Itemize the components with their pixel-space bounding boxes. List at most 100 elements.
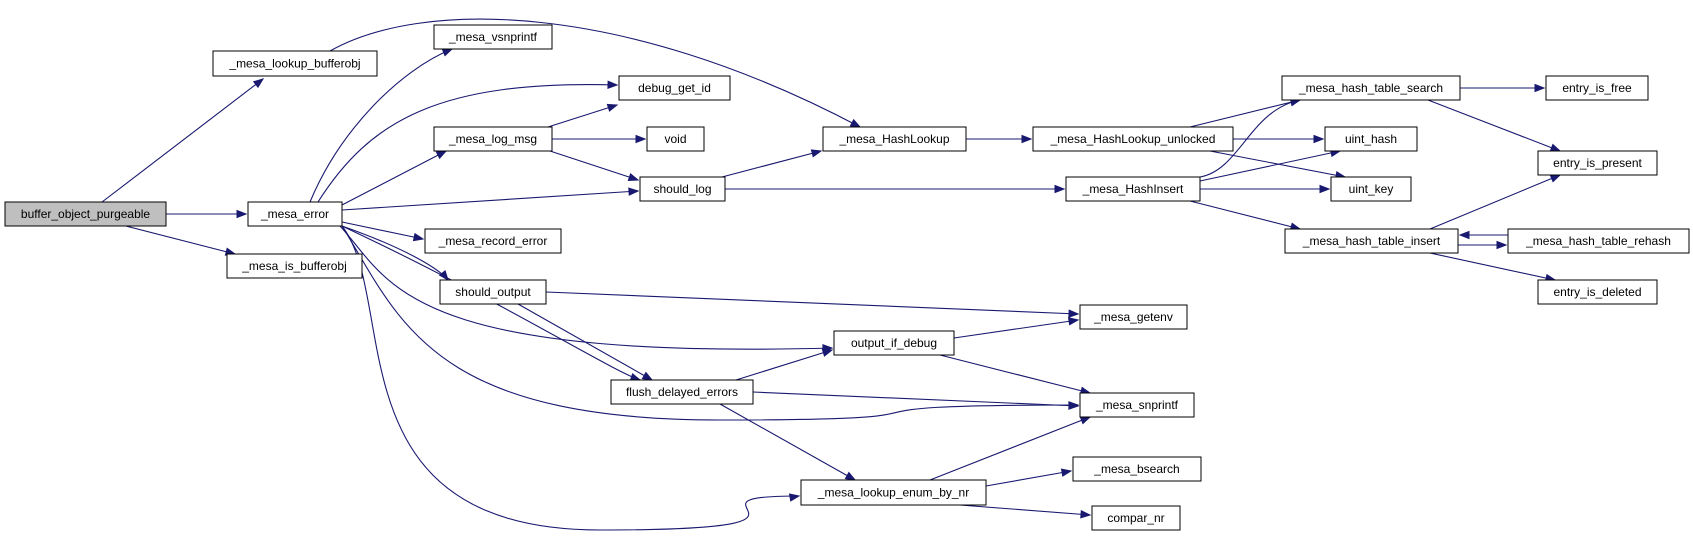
edge-mesa_lookup_enum_by_nr-to-mesa_snprintf xyxy=(929,416,1092,481)
node-label: _mesa_bsearch xyxy=(1093,462,1179,476)
edge-mesa_error-to-mesa_record_error xyxy=(341,221,425,242)
edge-line xyxy=(547,104,618,128)
node-buffer_object_purgeable[interactable]: buffer_object_purgeable xyxy=(4,201,167,227)
arrowhead-icon xyxy=(810,149,823,158)
edge-line xyxy=(329,18,861,128)
node-void[interactable]: void xyxy=(646,126,705,152)
node-mesa_is_bufferobj[interactable]: _mesa_is_bufferobj xyxy=(226,253,363,279)
edge-flush_delayed_errors-to-mesa_lookup_enum_by_nr xyxy=(719,403,857,481)
arrowhead-icon xyxy=(441,48,454,57)
edge-line xyxy=(341,225,1079,421)
edge-should_output-to-mesa_getenv xyxy=(545,291,1080,318)
edge-mesa_lookup_enum_by_nr-to-mesa_bsearch xyxy=(985,468,1073,487)
edge-output_if_debug-to-mesa_getenv xyxy=(953,317,1080,339)
node-mesa_hash_table_search[interactable]: _mesa_hash_table_search xyxy=(1281,75,1461,101)
node-mesa_vsnprintf[interactable]: _mesa_vsnprintf xyxy=(433,24,553,50)
node-flush_delayed_errors[interactable]: flush_delayed_errors xyxy=(610,379,754,405)
node-should_output[interactable]: should_output xyxy=(439,279,547,305)
node-box xyxy=(1330,176,1412,202)
edge-line xyxy=(339,225,833,350)
arrowhead-icon xyxy=(1054,184,1066,194)
arrowhead-icon xyxy=(629,372,642,382)
edge-line xyxy=(545,291,1079,315)
node-mesa_getenv[interactable]: _mesa_getenv xyxy=(1079,304,1188,330)
edge-mesa_error-to-output_if_debug xyxy=(339,225,834,353)
edge-line xyxy=(341,225,800,531)
node-mesa_error[interactable]: _mesa_error xyxy=(247,201,343,227)
edge-mesa_HashInsert-to-mesa_hash_table_insert xyxy=(1189,200,1302,231)
node-mesa_HashLookup[interactable]: _mesa_HashLookup xyxy=(822,126,967,152)
node-box xyxy=(1079,392,1195,418)
edge-mesa_error-to-debug_get_id xyxy=(317,80,619,203)
node-entry_is_free[interactable]: entry_is_free xyxy=(1545,75,1649,101)
node-mesa_lookup_bufferobj[interactable]: _mesa_lookup_bufferobj xyxy=(212,50,378,77)
node-box xyxy=(800,479,987,506)
node-mesa_lookup_enum_by_nr[interactable]: _mesa_lookup_enum_by_nr xyxy=(800,479,987,506)
node-label: entry_is_deleted xyxy=(1553,285,1641,299)
node-box xyxy=(1091,505,1181,531)
arrowhead-icon xyxy=(788,493,801,502)
edge-line xyxy=(1429,174,1561,230)
edge-line xyxy=(341,225,641,381)
arrowhead-icon xyxy=(606,103,619,112)
edge-mesa_HashInsert-to-uint_key xyxy=(1200,184,1331,194)
edge-line xyxy=(101,78,264,203)
node-box xyxy=(1324,126,1418,152)
node-uint_key[interactable]: uint_key xyxy=(1330,176,1412,202)
edge-buffer_object_purgeable-to-mesa_error xyxy=(166,209,248,219)
arrowhead-icon xyxy=(1313,134,1325,144)
node-label: _mesa_hash_table_insert xyxy=(1302,234,1441,248)
edge-line xyxy=(125,225,236,255)
edge-mesa_error-to-should_log xyxy=(341,187,640,211)
node-label: should_output xyxy=(455,285,531,299)
edge-mesa_hash_table_search-to-entry_is_free xyxy=(1460,83,1546,93)
arrowhead-icon xyxy=(412,232,425,242)
arrowhead-icon xyxy=(1067,317,1080,326)
edge-mesa_error-to-mesa_log_msg xyxy=(339,150,448,207)
edge-mesa_hash_table_rehash-to-mesa_hash_table_insert xyxy=(1458,230,1508,240)
node-label: compar_nr xyxy=(1107,511,1164,525)
node-output_if_debug[interactable]: output_if_debug xyxy=(833,330,955,356)
node-label: _mesa_lookup_enum_by_nr xyxy=(817,486,969,500)
node-label: _mesa_snprintf xyxy=(1095,398,1179,412)
edge-line xyxy=(1189,200,1301,230)
node-entry_is_present[interactable]: entry_is_present xyxy=(1537,150,1658,176)
node-mesa_hash_table_insert[interactable]: _mesa_hash_table_insert xyxy=(1284,228,1459,254)
node-box xyxy=(4,201,167,227)
edge-line xyxy=(929,416,1091,481)
node-box xyxy=(610,379,754,405)
node-layer: buffer_object_purgeable _mesa_lookup_buff… xyxy=(4,24,1690,531)
arrowhead-icon xyxy=(1549,143,1562,152)
arrowhead-icon xyxy=(1458,230,1470,240)
node-mesa_hash_table_rehash[interactable]: _mesa_hash_table_rehash xyxy=(1507,228,1690,254)
edge-line xyxy=(1199,150,1341,182)
node-mesa_bsearch[interactable]: _mesa_bsearch xyxy=(1072,456,1202,482)
edge-mesa_hash_table_search-to-entry_is_present xyxy=(1427,99,1562,152)
node-box xyxy=(226,253,363,279)
node-label: void xyxy=(664,132,686,146)
edge-line xyxy=(341,221,424,240)
node-mesa_snprintf[interactable]: _mesa_snprintf xyxy=(1079,392,1195,418)
edge-mesa_HashInsert-to-uint_hash xyxy=(1199,148,1342,182)
node-label: debug_get_id xyxy=(638,81,711,95)
node-box xyxy=(1065,176,1201,202)
node-uint_hash[interactable]: uint_hash xyxy=(1324,126,1418,152)
edge-line xyxy=(1189,99,1301,128)
node-should_log[interactable]: should_log xyxy=(639,176,726,202)
node-mesa_HashLookup_unlocked[interactable]: _mesa_HashLookup_unlocked xyxy=(1032,126,1234,152)
node-compar_nr[interactable]: compar_nr xyxy=(1091,505,1181,531)
edge-mesa_log_msg-to-should_log xyxy=(549,150,640,182)
node-entry_is_deleted[interactable]: entry_is_deleted xyxy=(1537,279,1658,305)
node-box xyxy=(639,176,726,202)
node-mesa_HashInsert[interactable]: _mesa_HashInsert xyxy=(1065,176,1201,202)
node-mesa_log_msg[interactable]: _mesa_log_msg xyxy=(433,126,553,152)
node-mesa_record_error[interactable]: _mesa_record_error xyxy=(424,228,562,254)
arrowhead-icon xyxy=(844,471,857,481)
arrowhead-icon xyxy=(1068,309,1080,318)
node-box xyxy=(822,126,967,152)
node-debug_get_id[interactable]: debug_get_id xyxy=(618,75,731,101)
edge-should_log-to-mesa_HashLookup xyxy=(721,149,823,178)
arrowhead-icon xyxy=(635,134,647,144)
edge-line xyxy=(953,319,1079,339)
